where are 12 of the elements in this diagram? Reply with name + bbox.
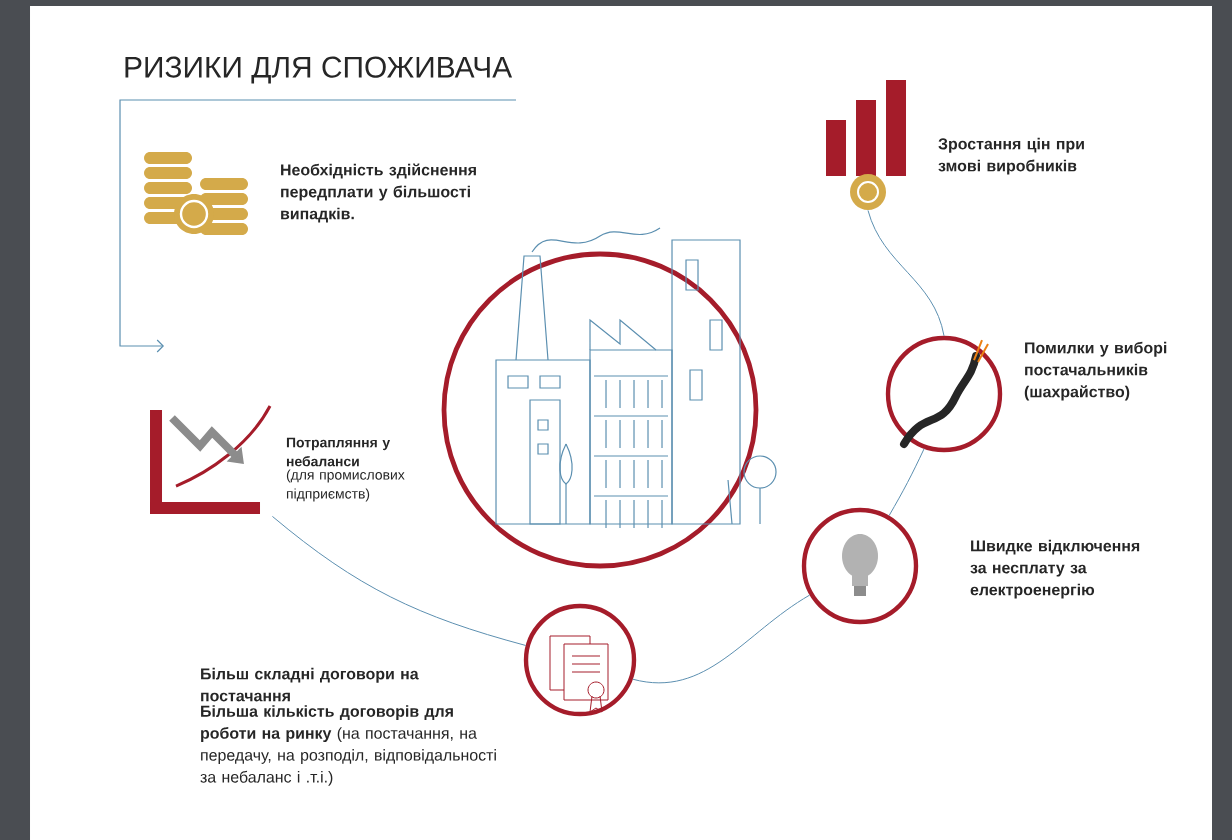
icon-picture — [144, 152, 248, 235]
factory-drawing — [441, 227, 777, 569]
connector-line — [867, 209, 945, 337]
icon-picture — [826, 80, 906, 210]
connector-line — [632, 594, 811, 683]
title: РИЗИКИ ДЛЯ СПОЖИВАЧА — [125, 56, 513, 84]
connector-line — [888, 448, 925, 517]
ring-picture — [523, 603, 637, 717]
ring-picture — [885, 335, 1003, 453]
ring-picture — [801, 507, 919, 625]
connector-line — [271, 515, 527, 646]
icon-picture — [150, 405, 272, 514]
